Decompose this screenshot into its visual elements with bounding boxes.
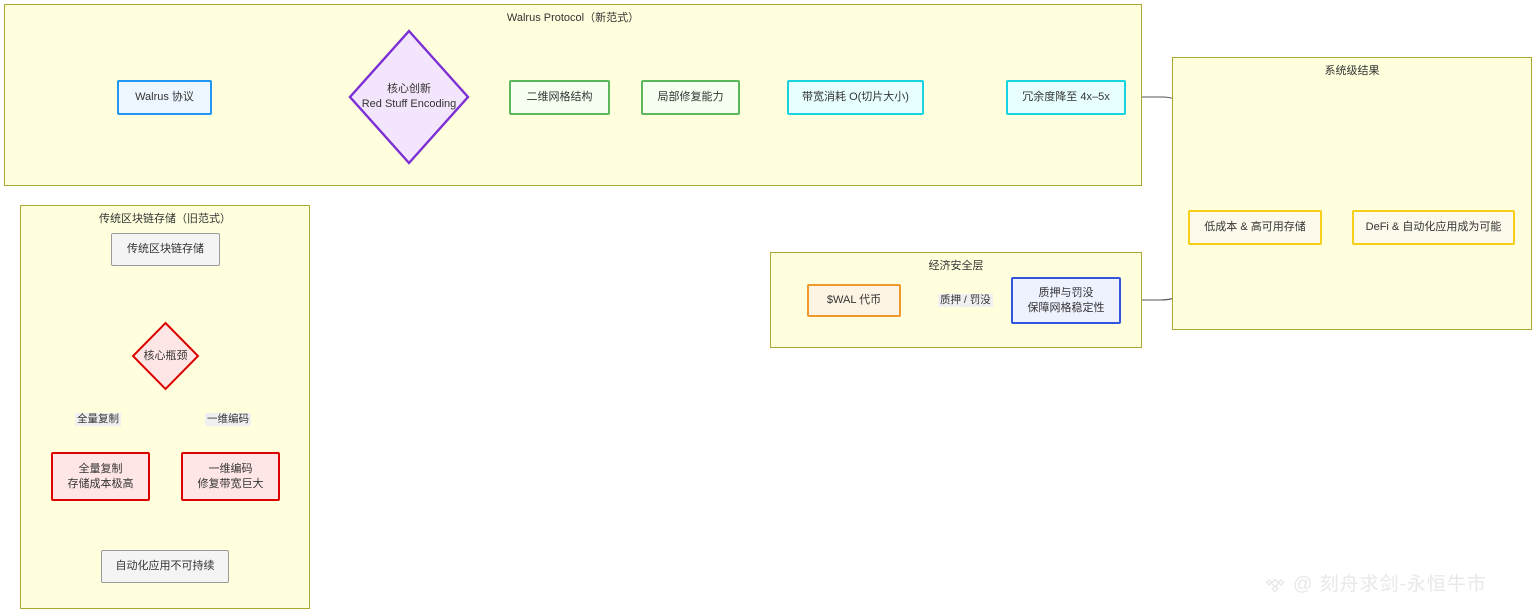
node-redundancy[interactable]: 冗余度降至 4x–5x [1006,80,1126,115]
cluster-system-results: 系统级结果 [1172,57,1532,330]
node-core-bottleneck-label: 核心瓶颈 [143,349,188,362]
watermark: @ 刻舟求剑-永恒牛市 [1264,574,1487,596]
node-walrus-protocol-label: Walrus 协议 [135,91,194,103]
cluster-old-paradigm: 传统区块链存储（旧范式） [20,205,310,609]
node-one-dim-coding-line1: 一维编码 [208,462,253,475]
diamond-shape-core-innovation [348,29,470,165]
node-core-innovation[interactable]: 核心创新 Red Stuff Encoding [348,29,470,165]
node-wal-token[interactable]: $WAL 代币 [807,284,901,317]
node-wal-token-label: $WAL 代币 [826,294,882,306]
node-bandwidth-cost[interactable]: 带宽消耗 O(切片大小) [787,80,924,115]
node-grid-structure[interactable]: 二维网格结构 [509,80,610,115]
node-core-innovation-label: 核心创新 Red Stuff Encoding [362,82,457,112]
node-bandwidth-cost-label: 带宽消耗 O(切片大小) [802,91,909,103]
node-stake-slash[interactable]: 质押与罚没 保障网格稳定性 [1011,277,1121,324]
node-stake-slash-line1: 质押与罚没 [1038,286,1094,299]
node-defi-possible[interactable]: DeFi & 自动化应用成为可能 [1352,210,1515,245]
node-low-cost-storage-label: 低成本 & 高可用存储 [1204,221,1306,233]
node-redundancy-label: 冗余度降至 4x–5x [1022,91,1110,103]
edge-label-full-replication: 全量复制 [75,413,121,426]
diamond-shape-core-bottleneck [131,321,200,391]
node-local-repair[interactable]: 局部修复能力 [641,80,740,115]
cluster-title-new-paradigm: Walrus Protocol（新范式） [506,12,640,24]
node-one-dim-coding-line2: 修复带宽巨大 [197,477,264,490]
node-legacy-storage-label: 传统区块链存储 [127,243,204,255]
node-stake-slash-line2: 保障网格稳定性 [1027,301,1105,314]
node-core-bottleneck[interactable]: 核心瓶颈 [131,321,200,391]
node-core-innovation-line1: 核心创新 [387,83,431,95]
node-low-cost-storage[interactable]: 低成本 & 高可用存储 [1188,210,1322,245]
node-unsustainable[interactable]: 自动化应用不可持续 [101,550,229,583]
node-legacy-storage[interactable]: 传统区块链存储 [111,233,220,266]
node-core-innovation-line2: Red Stuff Encoding [361,98,457,110]
node-full-replication-line2: 存储成本极高 [67,477,134,490]
node-grid-structure-label: 二维网格结构 [526,91,593,103]
diamond-logo-icon [1264,574,1286,596]
node-walrus-protocol[interactable]: Walrus 协议 [117,80,212,115]
node-full-replication[interactable]: 全量复制 存储成本极高 [51,452,150,501]
cluster-title-economic-security: 经济安全层 [928,260,984,272]
watermark-handle: @ 刻舟求剑-永恒牛市 [1293,574,1487,595]
edge-label-one-dim-coding: 一维编码 [205,413,251,426]
node-local-repair-label: 局部修复能力 [657,91,724,103]
cluster-title-system-results: 系统级结果 [1324,65,1380,77]
node-one-dim-coding[interactable]: 一维编码 修复带宽巨大 [181,452,280,501]
node-full-replication-line1: 全量复制 [78,462,123,475]
node-defi-possible-label: DeFi & 自动化应用成为可能 [1365,221,1502,233]
edge-label-stake-slash: 质押 / 罚没 [938,294,993,307]
cluster-title-old-paradigm: 传统区块链存储（旧范式） [99,213,231,225]
node-unsustainable-label: 自动化应用不可持续 [115,560,215,572]
